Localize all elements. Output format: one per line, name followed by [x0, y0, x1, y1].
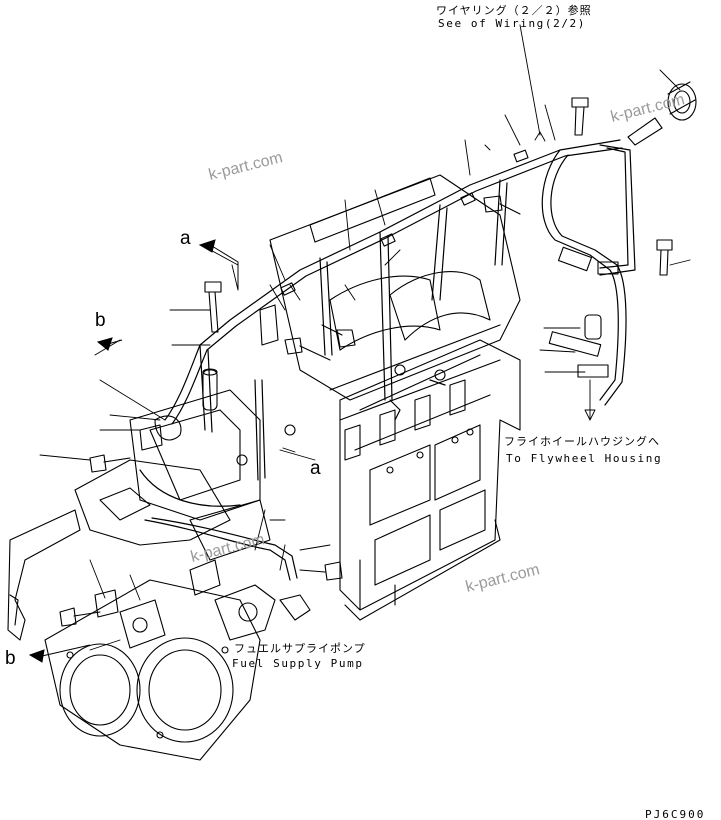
fuel-supply-pump-jp: フュエルサプライポンプ	[234, 642, 366, 655]
engine-block	[339, 339, 521, 621]
fuel-supply-pump-en: Fuel Supply Pump	[232, 657, 364, 670]
flywheel-housing-jp: フライホイールハウジングへ	[504, 435, 660, 448]
reference-b-upper: b	[95, 310, 106, 331]
harness-clamps	[94, 149, 619, 618]
wiring-harness	[139, 139, 636, 581]
connectors	[154, 81, 697, 466]
flywheel-housing-en: To Flywheel Housing	[506, 452, 663, 465]
gear-housing	[7, 459, 261, 761]
wiring-reference-en: See of Wiring(2/2)	[438, 17, 587, 30]
bolts	[59, 97, 673, 627]
cylinder-head	[269, 174, 521, 461]
reference-a-lower: a	[310, 458, 321, 479]
reference-a-upper: a	[180, 228, 191, 249]
wiring-reference-jp: ワイヤリング（２／２）参照	[436, 4, 592, 17]
reference-b-lower: b	[5, 648, 16, 669]
drawing-code: PJ6C900	[645, 808, 706, 820]
